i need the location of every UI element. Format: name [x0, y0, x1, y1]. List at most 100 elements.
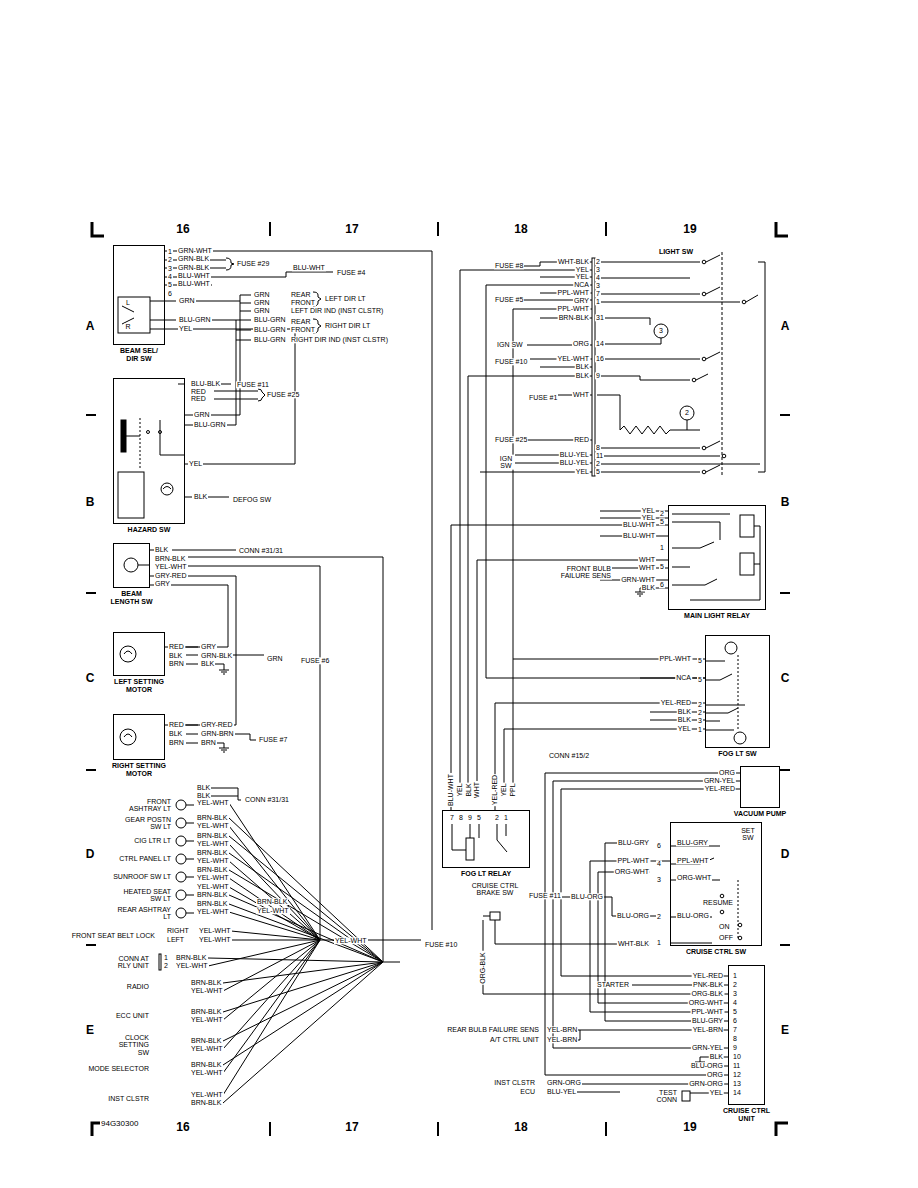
wire-label: BRN-BLK	[196, 900, 228, 907]
wire-label: YEL	[575, 468, 590, 475]
wire-label: RIGHT	[166, 927, 190, 934]
wire-label: PPL	[509, 782, 516, 797]
wire-label: BRN-BLK	[190, 1099, 222, 1106]
pin-number: 5	[476, 814, 482, 821]
pin-number: 2	[656, 913, 662, 920]
wire	[165, 320, 251, 425]
grid-letter: C	[780, 672, 791, 685]
wire-label: A/T CTRL UNIT	[489, 1036, 540, 1043]
destination-label: RIGHT DIR LT	[324, 322, 371, 329]
pin-number: 3	[697, 717, 703, 724]
wire	[165, 295, 251, 415]
wire-label: FUSE #5	[494, 296, 524, 303]
pin-number: 3	[656, 876, 662, 883]
component-name: RADIO	[126, 983, 150, 990]
wire	[702, 292, 706, 296]
wire-label: GRN	[193, 411, 211, 418]
wire-label: STARTER	[596, 981, 630, 988]
component-name: CLOCK SETTING SW	[108, 1034, 150, 1056]
wire-label: YEL	[456, 782, 463, 797]
wire-label: GRN-BLK	[200, 652, 233, 659]
wire-label: BLK	[200, 660, 215, 667]
destination-label: FRONT	[290, 326, 316, 333]
wire-label: FRONT BULB FAILURE SENS	[548, 565, 612, 580]
destination-label: REAR	[290, 291, 311, 298]
frame-tick	[86, 415, 790, 945]
wire-label: BLK	[709, 1053, 724, 1060]
wire-label: YEL-WHT	[190, 1069, 224, 1076]
wire-label: BRN-BLK	[196, 891, 228, 898]
wire-label: BRN-BLK	[196, 814, 228, 821]
wire-label: IGN SW	[496, 341, 524, 348]
wire-label: PPL-WHT	[676, 857, 710, 864]
wire	[118, 472, 144, 518]
wire	[738, 880, 739, 940]
wire-label: YEL-WHT	[198, 936, 232, 943]
component-box: MAIN LIGHT RELAY	[668, 505, 766, 610]
wire-label: GRN	[253, 307, 271, 314]
wire-label: BLK	[168, 730, 183, 737]
wire-label: BRN	[168, 739, 185, 746]
wire-label: BLU-ORG	[616, 912, 650, 919]
wire-connector	[495, 703, 705, 810]
wire-label: YEL-WHT	[154, 563, 188, 570]
wire-label: FUSE #8	[494, 262, 524, 269]
wire	[126, 420, 185, 455]
wire	[738, 936, 742, 940]
wire-label: BLU-ORG	[676, 912, 710, 919]
wire-label: RESUME	[702, 899, 734, 906]
wire-label: BLK	[677, 708, 692, 715]
wire-label: BLU-ORG	[570, 893, 604, 900]
grid-letter: D	[780, 848, 791, 861]
wire-label: BLU-ORG	[690, 1062, 724, 1069]
wire-label: GRY-RED	[154, 572, 188, 579]
pin-number: 2	[167, 257, 173, 264]
pin-number: 6	[167, 290, 173, 297]
pin-number: 1	[656, 939, 662, 946]
wire	[219, 670, 229, 674]
pin-number: 4	[595, 274, 601, 281]
wire-label: WHT	[638, 556, 656, 563]
wire	[208, 818, 383, 1103]
wire-label: GRN-BLK	[177, 264, 210, 271]
wire-label: FUSE #4	[336, 269, 366, 276]
wire-label: BRN-BLK	[154, 555, 186, 562]
wire	[758, 262, 765, 472]
wire	[480, 262, 592, 472]
component-name: CRUISE CTRL BRAKE SW	[466, 882, 524, 897]
wire-label: RED	[573, 436, 590, 443]
wire-label: BLU-GRN	[193, 421, 227, 428]
wire-label: WHT	[572, 391, 590, 398]
wire-label: PNK-BLK	[692, 981, 724, 988]
component-name: FRONT ASHTRAY LT	[112, 798, 172, 813]
wire	[188, 557, 383, 962]
wire	[176, 854, 186, 864]
pin-number: 11	[732, 1062, 741, 1069]
wire-label: BLU-GRN	[178, 316, 212, 323]
wire	[477, 560, 705, 783]
wire	[140, 418, 141, 470]
pin-number: 3	[595, 266, 601, 273]
pin-number: 8	[732, 1035, 738, 1042]
pin-number: 6	[659, 581, 665, 588]
component-name: BEAM SEL/ DIR SW	[114, 347, 164, 362]
wire-label: BRN-BLK	[196, 866, 228, 873]
wire-label: RED	[190, 395, 207, 402]
wire	[124, 558, 138, 572]
wire-label: ON	[718, 923, 731, 930]
frame-corner	[776, 1123, 788, 1136]
wire-label: GRN-ORG	[688, 1080, 724, 1087]
wire-label: WHT-BLK	[557, 258, 590, 265]
destination-label: RIGHT DIR IND (INST CLSTR)	[290, 336, 389, 343]
wire-label: DEFOG SW	[232, 496, 272, 503]
component-name: FOG LT SW	[698, 750, 778, 758]
wire-label: YEL-WHT	[190, 987, 224, 994]
wire-label: BLU-GRY	[691, 1017, 724, 1024]
grid-number: 19	[682, 1121, 697, 1134]
component-name: CONN AT RLY UNIT	[108, 955, 150, 970]
wire-label: BLK	[154, 546, 169, 553]
wire-label: NCA	[675, 674, 692, 681]
destination-label: REAR	[290, 318, 311, 325]
wire-label: BLU-WHT	[292, 264, 326, 271]
wire	[640, 678, 705, 720]
